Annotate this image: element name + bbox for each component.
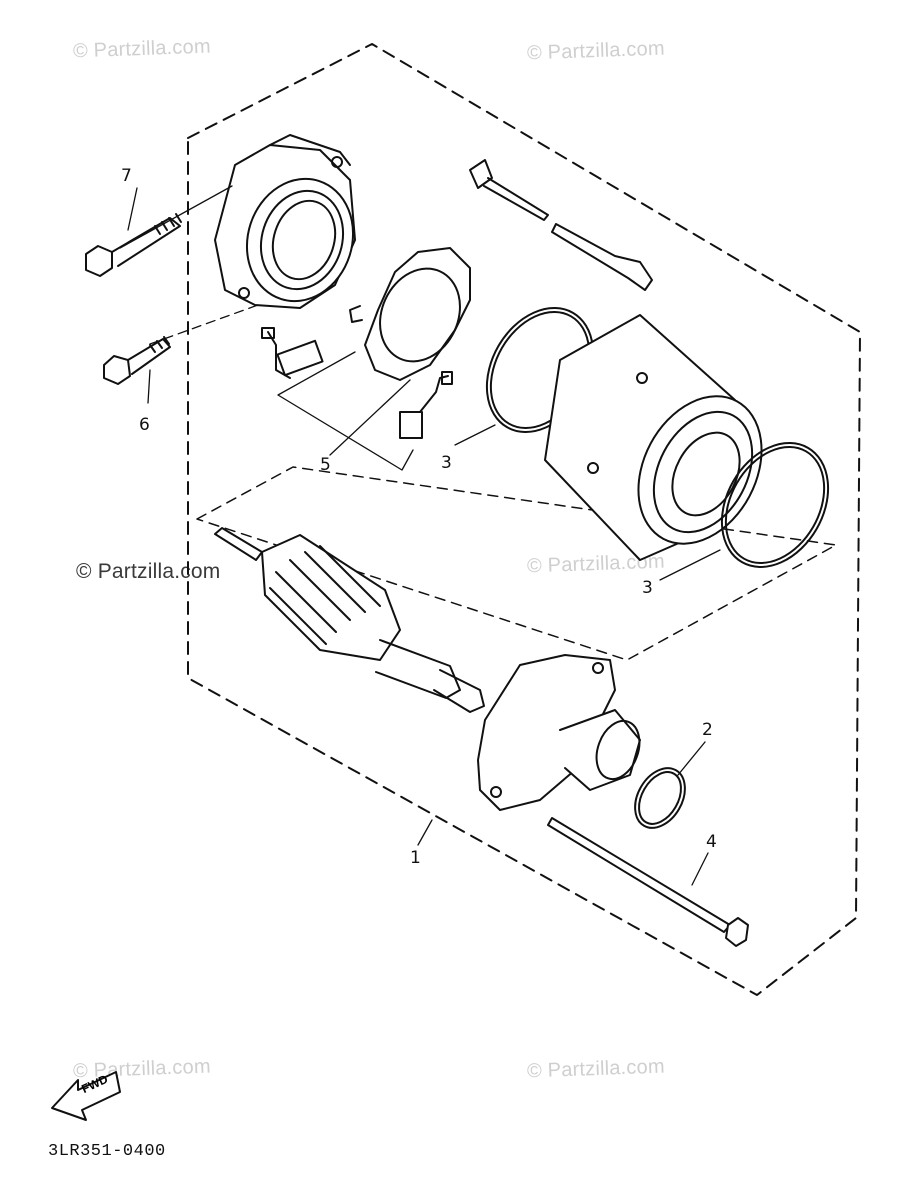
armature (214, 527, 485, 713)
callout-2: 2 (702, 720, 713, 740)
rear-cover (477, 654, 641, 811)
callout-3-left: 3 (441, 453, 452, 473)
callout-3-right: 3 (642, 578, 653, 598)
armature-bracket (196, 466, 837, 661)
bolt-7 (85, 213, 182, 277)
bolt-6 (103, 336, 171, 385)
assembly-boundary (187, 43, 861, 996)
callout-1: 1 (410, 848, 421, 868)
diagram-code: 3LR351-0400 (48, 1142, 166, 1161)
brush-plate (349, 247, 471, 381)
o-ring-3-right (720, 442, 830, 568)
brush-holder-left (261, 327, 324, 379)
yoke-body (544, 314, 763, 561)
through-bolt-4 (547, 817, 749, 947)
callout-7: 7 (121, 166, 132, 186)
watermark-dark: © Partzilla.com (76, 560, 221, 583)
front-cover-housing (214, 134, 356, 309)
lead-wire (469, 159, 653, 291)
callout-6: 6 (139, 415, 150, 435)
callout-4: 4 (706, 832, 717, 852)
callout-5: 5 (320, 455, 331, 475)
fwd-arrow-icon (51, 1071, 121, 1121)
o-ring-2 (634, 767, 686, 829)
brush-holder-right (399, 371, 453, 439)
